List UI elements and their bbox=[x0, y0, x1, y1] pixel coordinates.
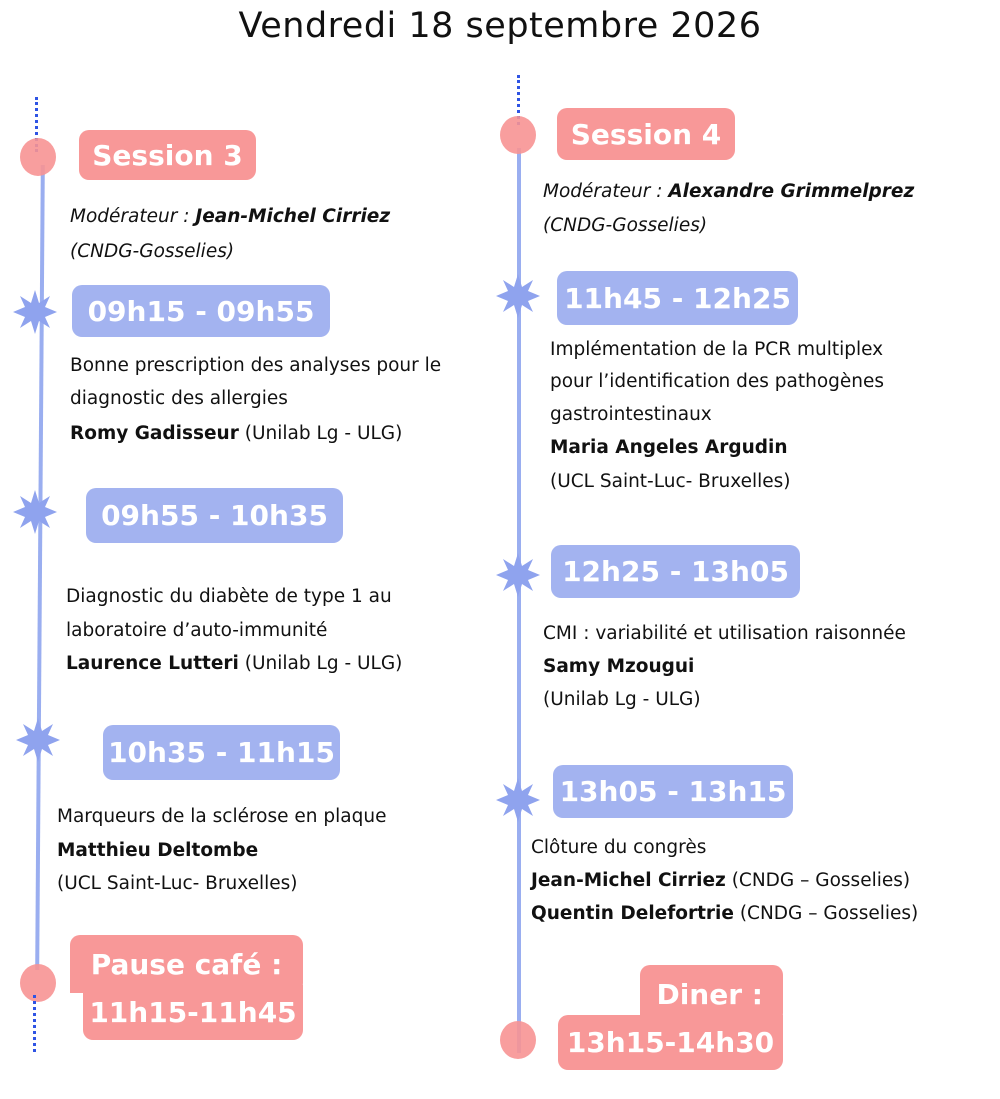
star-icon bbox=[496, 778, 540, 822]
talk-title: Diagnostic du diabète de type 1 au bbox=[66, 586, 392, 607]
talk-title: laboratoire d’auto-immunité bbox=[66, 620, 328, 641]
break-marker bbox=[20, 964, 56, 1002]
star-icon bbox=[496, 274, 540, 318]
timeline-line bbox=[35, 164, 45, 971]
talk-title: Clôture du congrès bbox=[531, 837, 707, 858]
break-time: 13h15-14h30 bbox=[558, 1015, 783, 1070]
session-marker bbox=[20, 138, 56, 176]
speaker: Matthieu Deltombe bbox=[57, 840, 259, 861]
speaker: Maria Angeles Argudin bbox=[550, 437, 788, 458]
talk-title: Marqueurs de la sclérose en plaque bbox=[57, 806, 387, 827]
time-badge: 09h15 - 09h55 bbox=[72, 285, 330, 337]
time-badge: 13h05 - 13h15 bbox=[553, 765, 793, 818]
time-badge: 10h35 - 11h15 bbox=[103, 725, 340, 780]
talk-title: Bonne prescription des analyses pour le bbox=[70, 355, 442, 376]
timeline-line bbox=[517, 148, 521, 1053]
speaker: Laurence Lutteri (Unilab Lg - ULG) bbox=[66, 653, 403, 674]
star-icon bbox=[13, 490, 57, 534]
star-icon bbox=[13, 290, 57, 334]
page-title: Vendredi 18 septembre 2026 bbox=[238, 6, 762, 46]
session-marker bbox=[500, 116, 536, 154]
break-time: 11h15-11h45 bbox=[83, 985, 303, 1040]
session-badge: Session 3 bbox=[79, 130, 256, 180]
time-badge: 09h55 - 10h35 bbox=[86, 488, 343, 543]
speaker: Quentin Delefortrie (CNDG – Gosselies) bbox=[531, 903, 919, 924]
speaker-affiliation: (Unilab Lg - ULG) bbox=[543, 689, 701, 710]
moderator-affiliation: (CNDG-Gosselies) bbox=[70, 241, 235, 262]
moderator: Modérateur : Alexandre Grimmelprez bbox=[543, 181, 915, 202]
timeline-dots bbox=[33, 995, 36, 1052]
speaker-affiliation: (UCL Saint-Luc- Bruxelles) bbox=[550, 471, 791, 492]
break-label: Pause café : bbox=[70, 935, 303, 993]
break-label: Diner : bbox=[640, 965, 783, 1023]
speaker-affiliation: (UCL Saint-Luc- Bruxelles) bbox=[57, 873, 298, 894]
timeline-dots bbox=[35, 97, 38, 152]
speaker: Romy Gadisseur (Unilab Lg - ULG) bbox=[70, 423, 403, 444]
time-badge: 11h45 - 12h25 bbox=[557, 271, 798, 325]
session-badge: Session 4 bbox=[557, 108, 735, 160]
moderator: Modérateur : Jean-Michel Cirriez bbox=[70, 206, 391, 227]
speaker: Jean-Michel Cirriez (CNDG – Gosselies) bbox=[531, 870, 911, 891]
star-icon bbox=[496, 553, 540, 597]
time-badge: 12h25 - 13h05 bbox=[551, 545, 800, 598]
moderator-affiliation: (CNDG-Gosselies) bbox=[543, 215, 708, 236]
talk-title: gastrointestinaux bbox=[550, 404, 712, 425]
talk-title: pour l’identification des pathogènes bbox=[550, 371, 885, 392]
talk-title: diagnostic des allergies bbox=[70, 388, 288, 409]
timeline-dots bbox=[517, 75, 520, 125]
star-icon bbox=[16, 718, 60, 762]
break-marker bbox=[500, 1021, 536, 1059]
speaker: Samy Mzougui bbox=[543, 656, 695, 677]
talk-title: CMI : variabilité et utilisation raisonn… bbox=[543, 623, 906, 644]
talk-title: Implémentation de la PCR multiplex bbox=[550, 339, 884, 360]
